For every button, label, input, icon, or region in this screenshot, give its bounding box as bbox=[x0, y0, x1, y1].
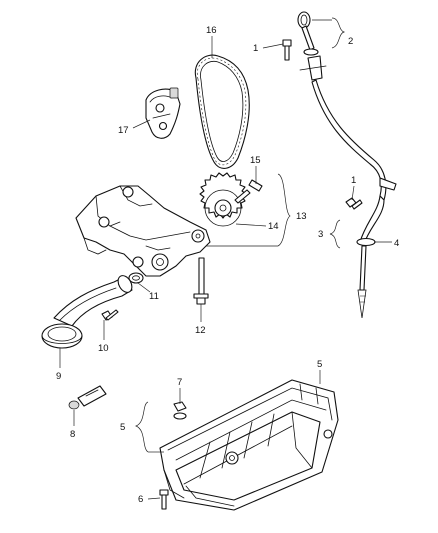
bolt-15 bbox=[234, 179, 263, 204]
bolt-6 bbox=[159, 489, 169, 510]
drain-plug-7 bbox=[173, 401, 187, 420]
oil-pan bbox=[159, 379, 339, 511]
callout-labels: 1 2 16 17 15 14 13 1 3 4 11 12 10 9 8 7 … bbox=[56, 25, 399, 505]
bolt-12 bbox=[193, 257, 209, 305]
callout-5-right: 5 bbox=[317, 359, 322, 370]
oil-pump-sprocket bbox=[199, 172, 247, 227]
callout-8: 8 bbox=[70, 429, 75, 440]
callout-16: 16 bbox=[206, 25, 217, 36]
callout-15: 15 bbox=[250, 155, 261, 166]
callout-14: 14 bbox=[268, 221, 279, 232]
timing-chain bbox=[194, 54, 250, 169]
callout-13: 13 bbox=[296, 211, 307, 222]
gasket-11 bbox=[128, 272, 144, 284]
callout-1b: 1 bbox=[351, 175, 356, 186]
callout-7: 7 bbox=[177, 377, 182, 388]
chain-tensioner bbox=[145, 87, 181, 139]
bolt-10 bbox=[101, 309, 119, 321]
callout-5-left: 5 bbox=[120, 422, 125, 433]
callout-10: 10 bbox=[98, 343, 109, 354]
leader-lines bbox=[59, 17, 392, 500]
callout-9: 9 bbox=[56, 371, 61, 382]
sealant-tube-8 bbox=[68, 385, 107, 410]
callout-2: 2 bbox=[348, 36, 353, 47]
bolt-1-lower bbox=[345, 197, 363, 210]
oil-pickup-tube bbox=[41, 275, 133, 349]
dipstick-assembly bbox=[297, 11, 397, 319]
callout-12: 12 bbox=[195, 325, 206, 336]
bolt-1-upper bbox=[282, 39, 292, 61]
callout-11: 11 bbox=[149, 291, 159, 302]
callout-1a: 1 bbox=[253, 43, 258, 54]
callout-4: 4 bbox=[394, 238, 399, 249]
callout-17: 17 bbox=[118, 125, 129, 136]
callout-3: 3 bbox=[318, 229, 323, 240]
callout-6: 6 bbox=[138, 494, 143, 505]
oil-pump-body bbox=[75, 185, 211, 277]
